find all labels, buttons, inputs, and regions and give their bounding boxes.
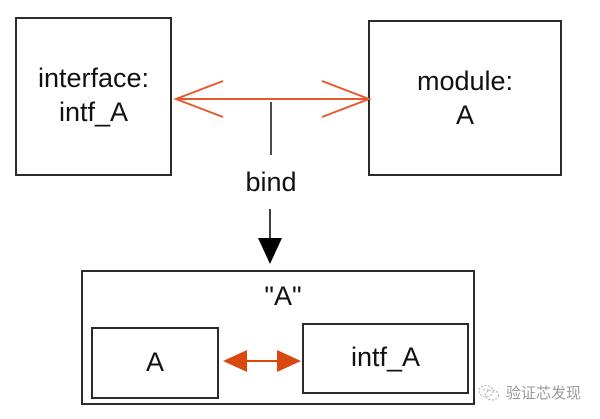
right-open-arrowhead xyxy=(321,80,372,118)
wechat-icon xyxy=(478,384,499,400)
bind-arrow-head xyxy=(258,238,282,264)
interface-box-label-line1: interface: xyxy=(37,63,150,93)
watermark-text: 验证芯发现 xyxy=(506,384,582,402)
inner-left-arrowhead xyxy=(223,350,247,372)
inner-interface-box xyxy=(302,323,469,394)
interface-box xyxy=(15,17,172,176)
watermark: 验证芯发现 xyxy=(478,382,581,403)
module-box-label-line2: A xyxy=(455,100,474,130)
left-open-arrowhead xyxy=(173,80,224,118)
module-box-label-line1: module: xyxy=(416,66,514,96)
module-box xyxy=(368,20,562,176)
inner-module-box xyxy=(91,327,219,399)
bound-module-title: "A" xyxy=(264,281,302,311)
inner-connector xyxy=(223,350,301,372)
inner-right-arrowhead xyxy=(277,350,301,372)
interface-module-connector xyxy=(173,80,372,118)
interface-box-label-line2: intf_A xyxy=(58,97,129,127)
inner-interface-label: intf_A xyxy=(350,342,421,372)
inner-module-label: A xyxy=(145,347,164,377)
bind-label: bind xyxy=(245,167,297,197)
